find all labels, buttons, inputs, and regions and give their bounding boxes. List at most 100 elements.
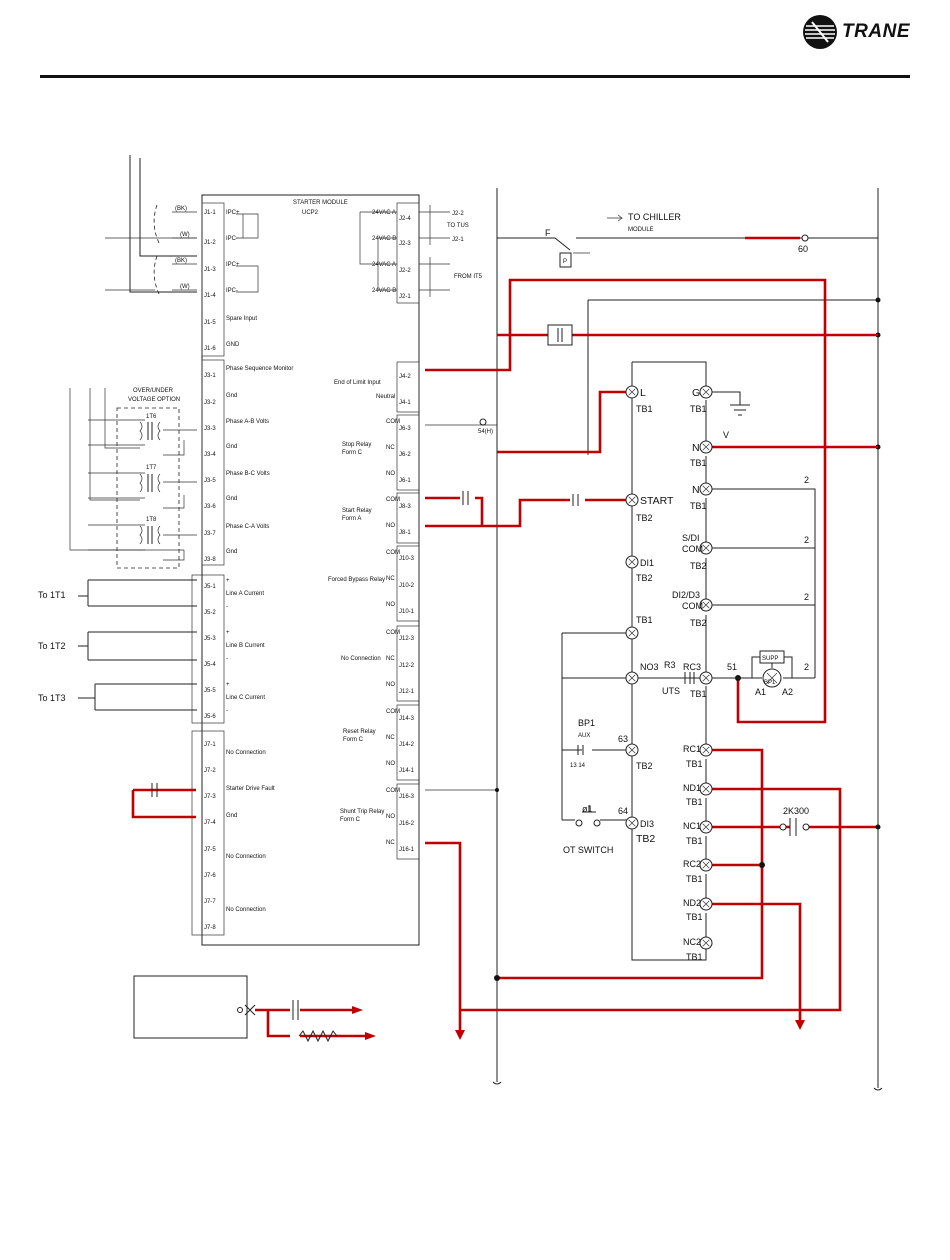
- line-c-label: Line C Current: [226, 695, 265, 701]
- pin-label: J1-4: [204, 293, 216, 299]
- terminal-x-mark: [702, 785, 710, 793]
- stop-relay-label: Stop Relay: [342, 442, 371, 448]
- pin-label: J5-3: [204, 636, 216, 642]
- terminal-n-tb1: N TB1: [690, 440, 713, 468]
- bp1-aux-label-2: AUX: [578, 733, 590, 739]
- ct-label-2: To 1T2: [38, 641, 66, 651]
- pin-desc: Gnd: [226, 393, 237, 399]
- terminal-name: L: [640, 387, 646, 399]
- pin-label: J16-3: [399, 794, 415, 800]
- terminal-x-mark: [628, 674, 636, 682]
- terminal-board: TB2: [636, 573, 653, 583]
- terminal-group: L TB1 G TB1 V N TB1 START TB2 N TB1 DI1 …: [563, 385, 809, 962]
- terminal-n-tb1-2: N TB1: [690, 482, 713, 511]
- terminal-di3-tb2: DI3 TB2: [625, 816, 655, 845]
- pin-desc: NC: [386, 445, 395, 451]
- pin-label: J1-2: [204, 240, 216, 246]
- terminal-x-mark: [702, 746, 710, 754]
- terminal-x-mark: [702, 388, 710, 396]
- pin-label: J6-2: [399, 452, 411, 458]
- terminal-board: TB1: [690, 458, 707, 468]
- shunt-trip-form: Form C: [340, 817, 361, 823]
- terminal-sdi-com-tb2: S/DI COM TB2: [682, 533, 713, 571]
- wire-2-label: 2: [804, 592, 809, 602]
- a2-label: A2: [782, 687, 793, 697]
- pin-label: J7-8: [204, 925, 216, 931]
- pin-label: J10-2: [399, 583, 415, 589]
- pin-label: J14-1: [399, 768, 415, 774]
- terminal-name: DI2/D3: [672, 590, 700, 600]
- switch-label-1: ø1: [582, 804, 593, 814]
- j7-no-connection-2: No Connection: [226, 854, 266, 860]
- ladder-circuit: [425, 290, 881, 961]
- pin-label: J2-4: [399, 216, 411, 222]
- terminal-board: TB1: [690, 501, 707, 511]
- to-chiller-label-1: TO CHILLER: [628, 212, 681, 222]
- pin-desc: IPC-: [226, 288, 238, 294]
- f-switch: F P: [497, 228, 878, 268]
- terminal-rc3-tb1: RC3 TB1: [683, 662, 713, 699]
- pin-label: J10-1: [399, 609, 415, 615]
- pin-desc: IPC+: [226, 210, 240, 216]
- j7-no-connection-1: No Connection: [226, 750, 266, 756]
- to-tus-label: TO TUS: [447, 223, 469, 229]
- terminal-name: NC1: [683, 821, 701, 831]
- ct-wiring: To 1T1 To 1T2 To 1T3: [38, 579, 197, 711]
- terminal-x-mark: [702, 823, 710, 831]
- output-device-box: [133, 975, 248, 1039]
- line-b-label: Line B Current: [226, 643, 265, 649]
- option-t1: 1T6: [146, 414, 157, 420]
- pin-desc: COM: [386, 419, 400, 425]
- terminal-x-mark: [702, 674, 710, 682]
- wire-mark: (BK): [175, 258, 187, 264]
- pin-label: J3-4: [204, 452, 216, 458]
- ground-label: V: [723, 430, 729, 440]
- pin-label: J8-1: [399, 530, 411, 536]
- to-chiller-label-2: MODULE: [628, 227, 654, 233]
- terminal-board: TB2: [690, 561, 707, 571]
- pin-desc: -: [226, 656, 228, 662]
- terminal-nd1-tb1: ND1 TB1: [683, 782, 713, 807]
- wire-mark: (W): [180, 284, 190, 290]
- pin-label: J7-4: [204, 820, 216, 826]
- terminal-x-mark: [702, 861, 710, 869]
- pin-label: J2-1: [399, 294, 411, 300]
- terminal-name: G: [692, 387, 700, 399]
- left-connector-j5: [191, 574, 225, 724]
- wire-54-label: 54(H): [478, 429, 493, 435]
- wire-60-label: 60: [798, 244, 808, 254]
- terminal-l-tb1: L TB1: [625, 385, 653, 414]
- start-relay-label: Start Relay: [342, 508, 372, 514]
- j7-no-connection-3: No Connection: [226, 907, 266, 913]
- pin-desc: 24VAC A: [372, 210, 396, 216]
- pin-label: J3-3: [204, 426, 216, 432]
- pin-desc: NC: [386, 656, 395, 662]
- pin-desc: +: [226, 630, 230, 636]
- option-title-2: VOLTAGE OPTION: [128, 397, 180, 403]
- node-63-label: 63: [618, 734, 628, 744]
- pin-desc: +: [226, 682, 230, 688]
- terminal-x-mark: [628, 629, 636, 637]
- pin-desc: IPC-: [226, 236, 238, 242]
- pin-desc: Spare Input: [226, 316, 257, 322]
- pin-desc: Phase B-C Volts: [226, 471, 270, 477]
- pin-label: J6-1: [399, 478, 411, 484]
- terminal-board: TB1: [686, 797, 703, 807]
- pin-label: J8-3: [399, 504, 411, 510]
- k300-label: 2K300: [783, 806, 809, 816]
- terminal-x-mark: [702, 544, 710, 552]
- p-label: P: [563, 259, 567, 265]
- terminal-name: DI1: [640, 558, 654, 568]
- pin-label: J1-3: [204, 267, 216, 273]
- to-tus-pin-2: J2-1: [452, 237, 464, 243]
- wire-mark: (BK): [175, 206, 187, 212]
- terminal-di2-com-tb2: DI2/D3 COM TB2: [672, 590, 713, 628]
- pin-label: J3-6: [204, 504, 216, 510]
- pin-desc: Gnd: [226, 444, 237, 450]
- terminal-board: TB1: [690, 689, 707, 699]
- voltage-option: OVER/UNDER VOLTAGE OPTION 1T6 1T7 1T8: [69, 388, 197, 569]
- left-pins: J1-1 IPC+ J1-2 IPC- J1-3 IPC+ J1-4 IPC- …: [204, 210, 293, 931]
- pin-desc: 24VAC B: [372, 288, 396, 294]
- pin-label: J14-3: [399, 716, 415, 722]
- r3-label: R3: [664, 660, 676, 670]
